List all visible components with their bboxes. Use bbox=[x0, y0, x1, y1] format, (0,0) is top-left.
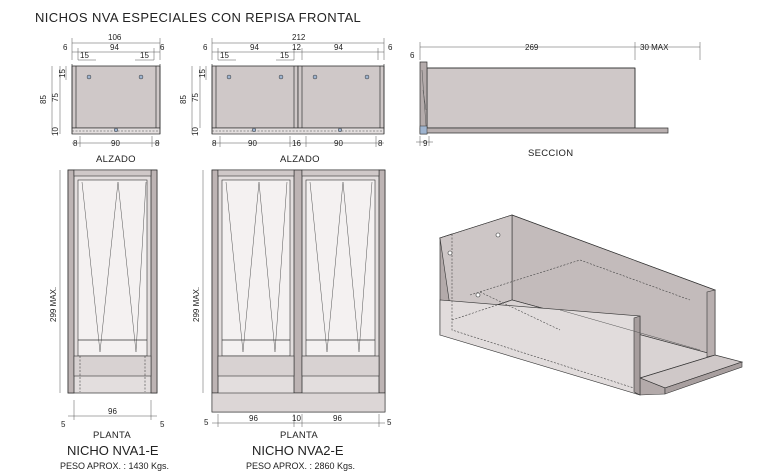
elev2-back-panel-1 bbox=[211, 65, 299, 129]
section-view: 269 30 MAX 6 9 SECCION bbox=[410, 42, 701, 159]
elev1-base-height: 10 bbox=[51, 127, 60, 136]
plan1-side-right: 5 bbox=[160, 420, 165, 429]
elev2-side-right: 6 bbox=[388, 43, 393, 52]
plan1-label: PLANTA bbox=[93, 430, 131, 441]
elev2-bottom-left: 8 bbox=[212, 139, 217, 148]
elevation-nva2: 212 6 94 12 94 6 15 15 85 75 15 10 bbox=[179, 33, 393, 165]
plan1-height: 299 MAX. bbox=[49, 287, 58, 322]
plan2-side-left: 5 bbox=[204, 418, 209, 427]
plan2-side-right: 5 bbox=[387, 418, 392, 427]
elev1-label: ALZADO bbox=[96, 154, 136, 165]
elev2-inner-width-2: 94 bbox=[334, 43, 343, 52]
elev2-total-height: 85 bbox=[179, 95, 188, 104]
elev2-hook-right: 15 bbox=[280, 51, 289, 60]
plan2-label: PLANTA bbox=[280, 430, 318, 441]
plan1-weight: PESO APROX. : 1430 Kgs. bbox=[60, 461, 169, 471]
elev2-bottom-right: 8 bbox=[378, 139, 383, 148]
plan2-width-2: 96 bbox=[333, 414, 342, 423]
elev1-side-left: 6 bbox=[63, 43, 68, 52]
plan2-gap: 10 bbox=[292, 414, 301, 423]
plan2-height: 299 MAX. bbox=[192, 287, 201, 322]
elev1-inner-height: 75 bbox=[51, 93, 60, 102]
elev2-total-width: 212 bbox=[292, 33, 306, 42]
elev2-hook-left: 15 bbox=[220, 51, 229, 60]
elev1-hook-left: 15 bbox=[80, 51, 89, 60]
elev2-side-left: 6 bbox=[203, 43, 208, 52]
elev1-total-width: 106 bbox=[108, 33, 122, 42]
elev1-bottom-inner: 90 bbox=[111, 139, 120, 148]
elev1-top-offset: 15 bbox=[58, 69, 67, 78]
elev2-inner-height: 75 bbox=[191, 93, 200, 102]
elev2-bottom-inner-2: 90 bbox=[334, 139, 343, 148]
plan2-weight: PESO APROX. : 2860 Kgs. bbox=[246, 461, 355, 471]
plan-nva2: 299 MAX. 96 10 96 5 5 PLANTA NICHO NVA2-… bbox=[192, 169, 392, 471]
elev2-back-panel-2 bbox=[297, 65, 385, 129]
plan2-width-1: 96 bbox=[249, 414, 258, 423]
elev2-gap: 12 bbox=[292, 43, 301, 52]
section-max: 30 MAX bbox=[640, 43, 669, 52]
plan1-side-left: 5 bbox=[61, 420, 66, 429]
elev1-total-height: 85 bbox=[39, 95, 48, 104]
plan2-model-name: NICHO NVA2-E bbox=[252, 443, 344, 458]
plan1-model-name: NICHO NVA1-E bbox=[67, 443, 159, 458]
elev1-side-right: 6 bbox=[160, 43, 165, 52]
elev2-label: ALZADO bbox=[280, 154, 320, 165]
elev2-inner-width-1: 94 bbox=[250, 43, 259, 52]
section-length: 269 bbox=[525, 43, 539, 52]
section-base: 9 bbox=[423, 139, 428, 148]
elev1-back-panel bbox=[71, 65, 161, 129]
section-side: 6 bbox=[410, 51, 415, 60]
elev2-bottom-gap: 16 bbox=[292, 139, 301, 148]
elev2-bottom-inner-1: 90 bbox=[248, 139, 257, 148]
elev1-bottom-left: 8 bbox=[73, 139, 78, 148]
elev1-bottom-right: 8 bbox=[155, 139, 160, 148]
plan1-width: 96 bbox=[108, 407, 117, 416]
section-wall bbox=[426, 67, 636, 129]
elev1-hook-right: 15 bbox=[140, 51, 149, 60]
elevation-nva1: 106 6 94 6 15 15 85 75 15 10 8 90 8 ALZA… bbox=[39, 33, 165, 165]
isometric-view bbox=[438, 214, 744, 396]
section-label: SECCION bbox=[528, 148, 573, 159]
elev2-base-height: 10 bbox=[191, 127, 200, 136]
sheet-title: NICHOS NVA ESPECIALES CON REPISA FRONTAL bbox=[35, 10, 361, 25]
elev2-top-offset: 15 bbox=[198, 69, 207, 78]
plan-nva1: 299 MAX. 96 5 5 PLANTA NICHO NVA1-E PESO… bbox=[49, 169, 169, 471]
elev1-inner-width: 94 bbox=[110, 43, 119, 52]
